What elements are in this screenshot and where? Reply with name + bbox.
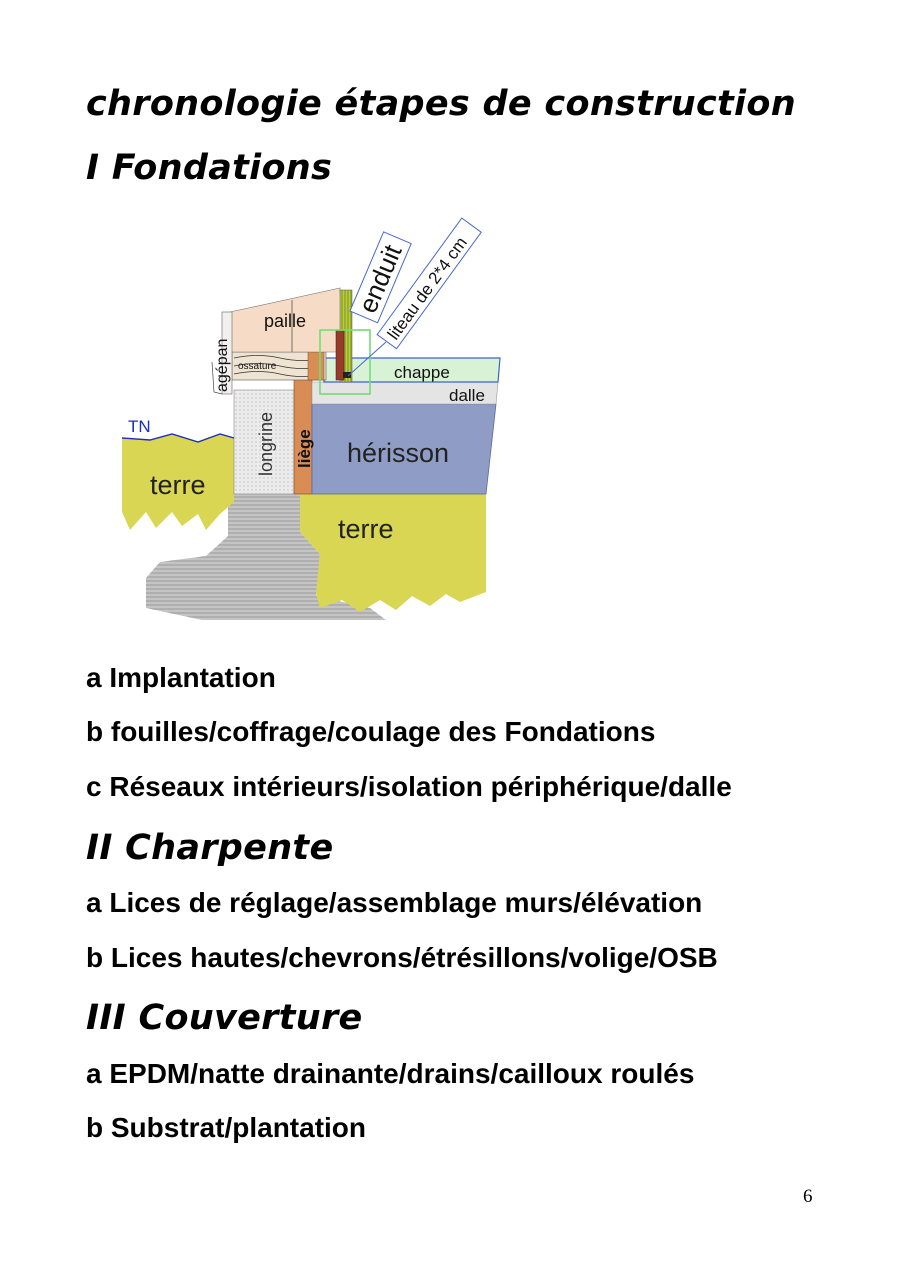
list-item-fondations-a: a Implantation [86,662,276,693]
herisson-label: hérisson [347,438,449,468]
page-number: 6 [803,1186,813,1207]
agepan-strip [221,311,233,395]
tn-label: TN [128,417,151,436]
section-heading-couverture: III Couverture [86,998,363,1038]
foundation-diagram: enduit liteau de 2*4 cm paille agépan os… [121,217,501,620]
longrine-label: longrine [256,412,276,476]
list-item-fondations-c: c Réseaux intérieurs/isolation périphéri… [86,771,732,802]
terre-bottom-label: terre [338,514,394,544]
list-item-couverture-a: a EPDM/natte drainante/drains/cailloux r… [86,1058,695,1089]
liteau-pointer [347,341,387,377]
detail-highlight-box [319,329,371,395]
page-title: chronologie étapes de construction [86,84,796,124]
list-item-charpente-a: a Lices de réglage/assemblage murs/éléva… [86,887,703,918]
section-heading-fondations: I Fondations [86,148,333,188]
list-item-couverture-b: b Substrat/plantation [86,1112,366,1143]
ossature-label: ossature [238,361,277,372]
list-item-charpente-b: b Lices hautes/chevrons/étrésillons/voli… [86,942,718,973]
list-item-fondations-b: b fouilles/coffrage/coulage des Fondatio… [86,716,656,747]
liteau-fixing [343,372,351,378]
ossature-upright [307,351,325,381]
section-heading-charpente: II Charpente [86,828,334,868]
terre-bottom-area [300,494,486,612]
liege-label: liège [295,429,314,468]
dalle-label: dalle [449,386,485,405]
chappe-label: chappe [394,363,450,382]
terre-left-label: terre [150,470,206,500]
beton-footing [146,492,386,620]
liteau [335,329,345,381]
terre-left-area [122,434,234,530]
agepan-edge [211,361,223,395]
tn-ground-line [121,433,235,443]
longrine [233,389,295,495]
paille-label: paille [264,311,306,331]
agepan-label: agépan [214,339,231,392]
